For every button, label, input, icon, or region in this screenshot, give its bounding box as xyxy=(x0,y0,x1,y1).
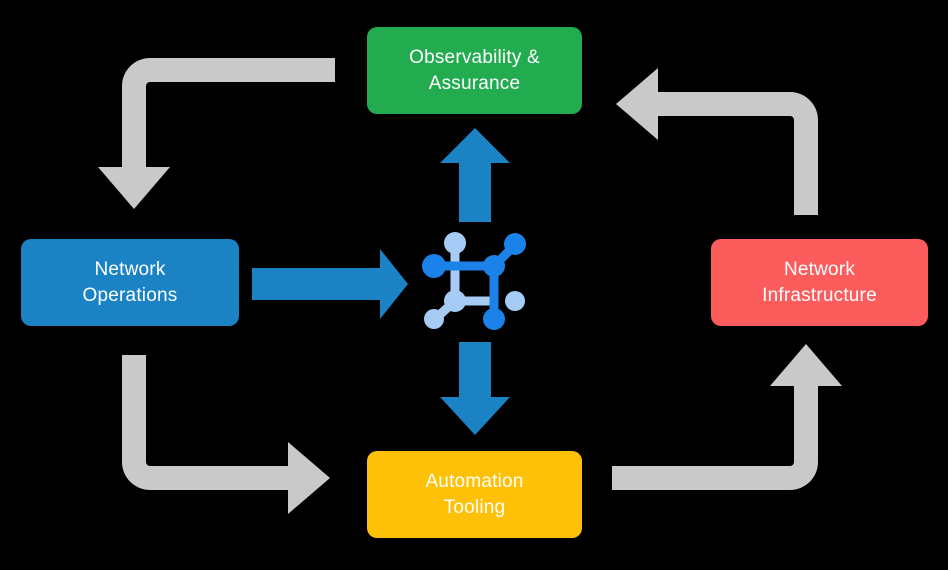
arrow-operations-to-center xyxy=(252,249,408,319)
node-label-line2: Operations xyxy=(82,284,178,306)
node-network-operations[interactable]: Network Operations xyxy=(21,239,239,326)
arrow-observability-to-operations xyxy=(98,58,335,209)
node-label: Network Operations xyxy=(83,257,178,308)
node-label: Network Infrastructure xyxy=(762,257,877,308)
node-label-line2: Infrastructure xyxy=(762,284,877,306)
node-label: Automation Tooling xyxy=(425,469,523,520)
topology-dark-nodes xyxy=(422,233,526,330)
node-label-line2: Assurance xyxy=(428,72,521,94)
topology-light-nodes xyxy=(424,232,525,329)
arrow-infrastructure-to-observability xyxy=(616,68,818,215)
arrow-center-to-observability xyxy=(440,128,510,222)
node-automation-tooling[interactable]: Automation Tooling xyxy=(367,451,582,538)
topology-light-edges xyxy=(429,239,499,324)
node-label-line1: Automation xyxy=(425,470,524,492)
node-network-infrastructure[interactable]: Network Infrastructure xyxy=(711,239,928,326)
node-label-line1: Network xyxy=(783,258,856,280)
node-observability-assurance[interactable]: Observability & Assurance xyxy=(367,27,582,114)
network-topology-icon xyxy=(422,232,526,330)
arrow-automation-to-infrastructure xyxy=(612,344,842,490)
node-label-line2: Tooling xyxy=(443,496,506,518)
arrow-operations-to-automation xyxy=(122,355,330,514)
arrow-center-to-automation xyxy=(440,342,510,435)
node-label: Observability & Assurance xyxy=(409,45,540,96)
node-label-line1: Observability & xyxy=(409,46,540,68)
node-label-line1: Network xyxy=(94,258,166,280)
